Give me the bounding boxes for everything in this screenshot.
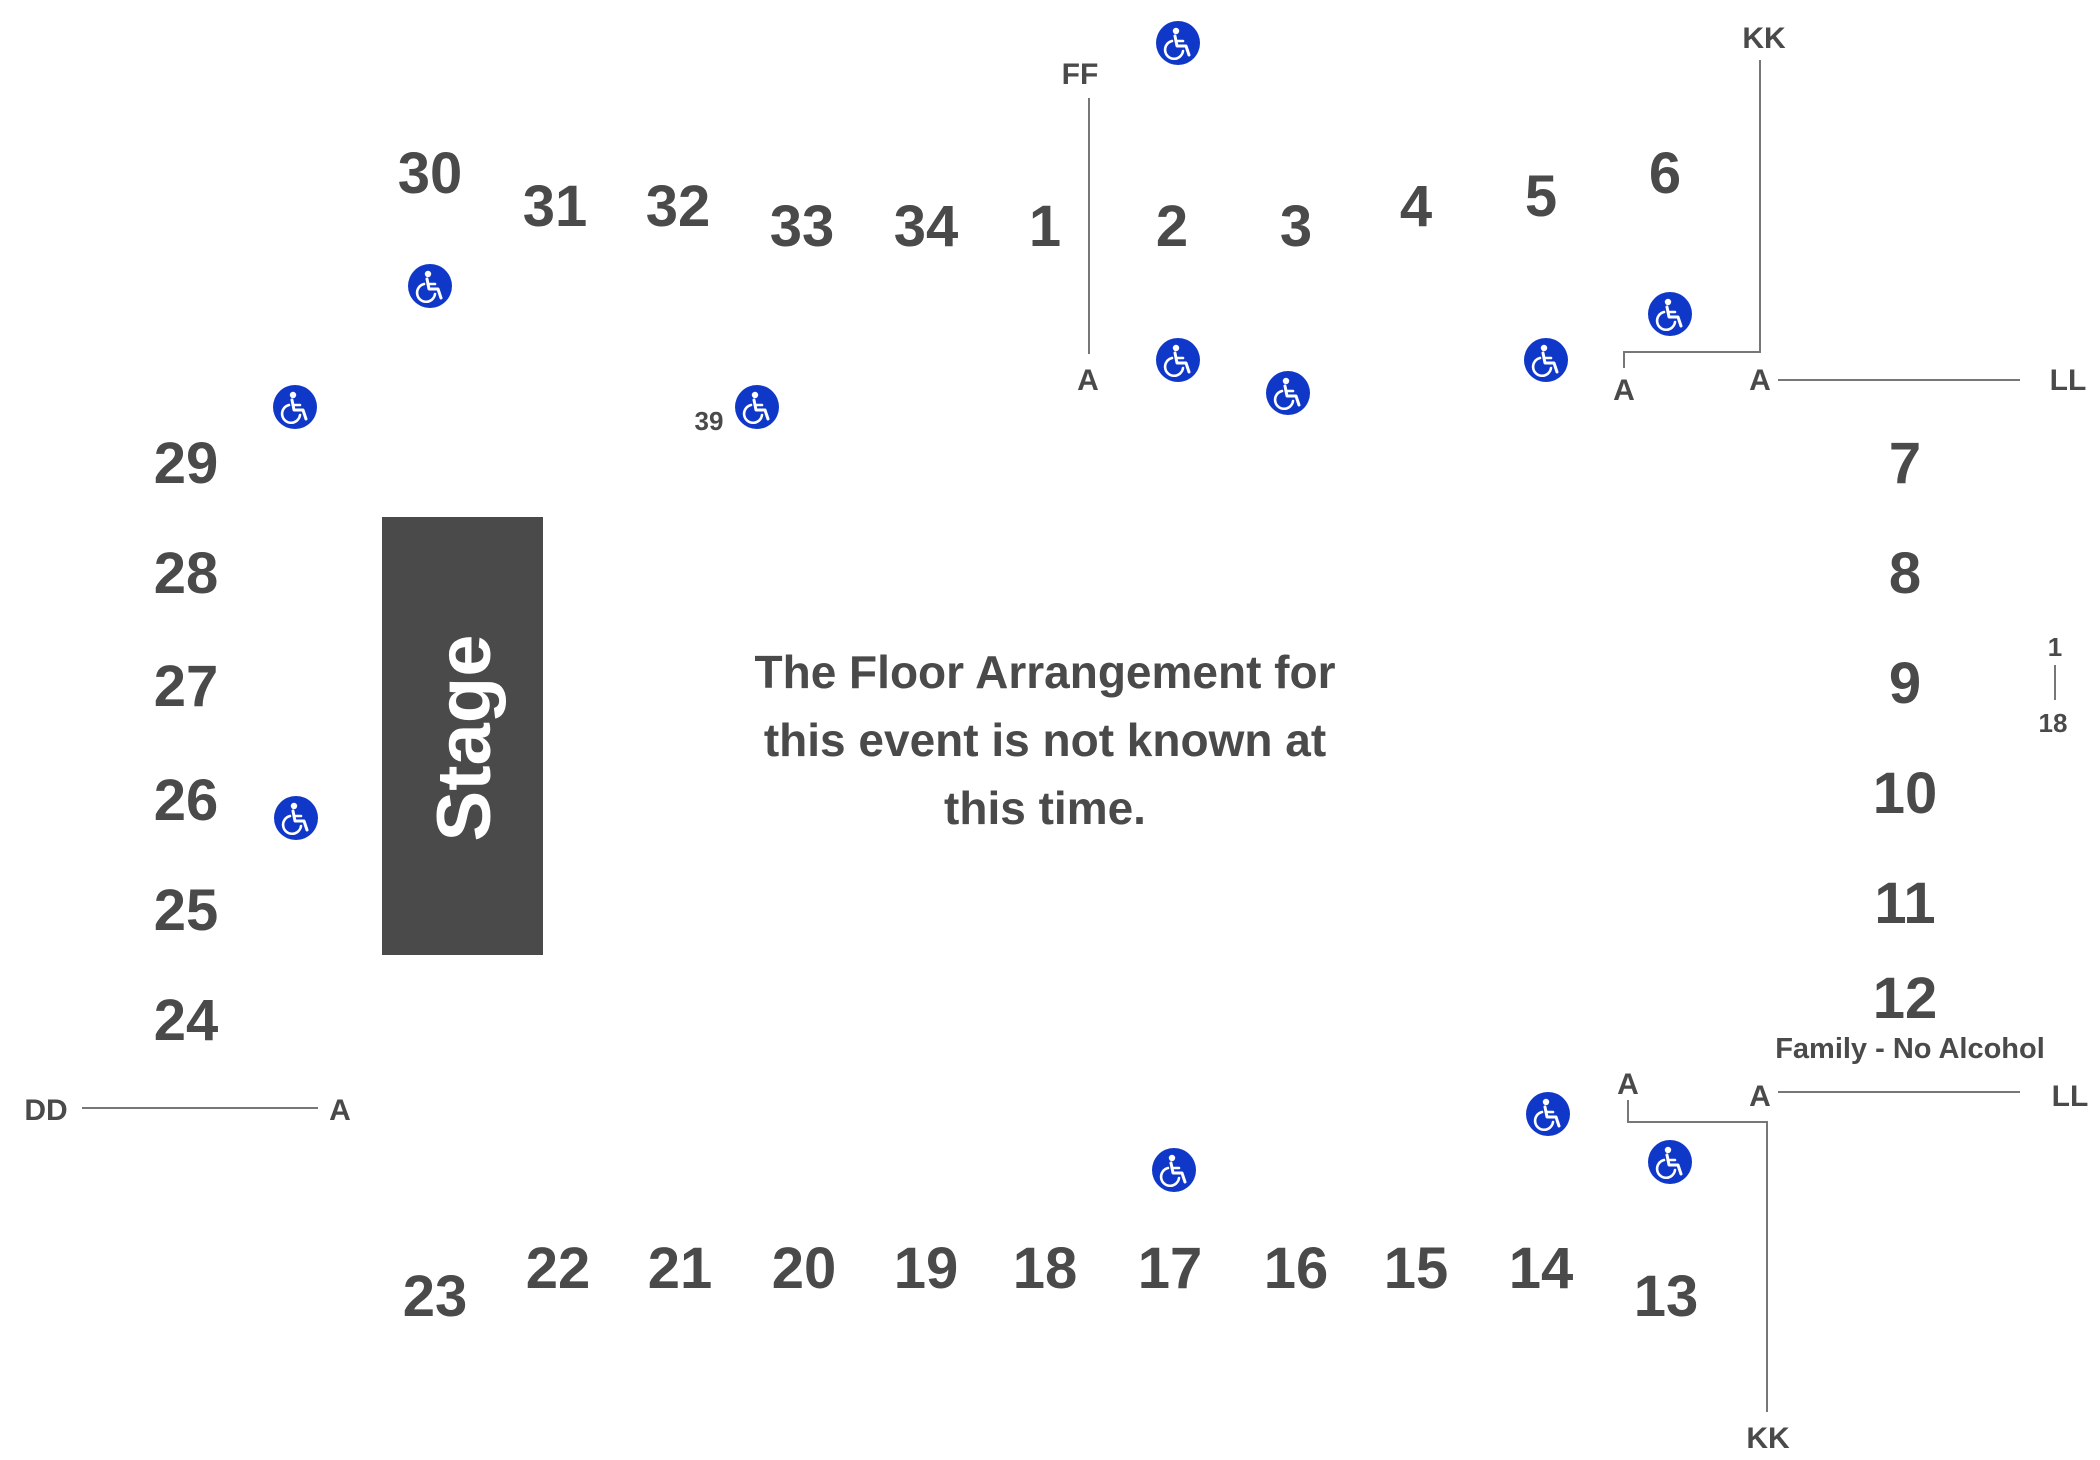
section-33[interactable]: 33: [770, 194, 835, 259]
section-28[interactable]: 28: [154, 541, 219, 606]
section-14[interactable]: 14: [1509, 1236, 1574, 1301]
stage-label: Stage: [422, 635, 507, 842]
wheelchair-icon: [733, 383, 781, 431]
row-line-kk-bottom: [1627, 1100, 1768, 1412]
section-10[interactable]: 10: [1873, 761, 1938, 826]
section-24[interactable]: 24: [154, 988, 219, 1053]
stage[interactable]: Stage: [382, 517, 543, 955]
floor-message-line-2: this event is not known at: [764, 714, 1326, 766]
wheelchair-icon: [1154, 336, 1202, 384]
section-30[interactable]: 30: [398, 141, 463, 206]
section-29[interactable]: 29: [154, 431, 219, 496]
row-label-kk-bottom-a: A: [1617, 1068, 1639, 1101]
row-label-dd-a: A: [329, 1094, 351, 1127]
section-5[interactable]: 5: [1525, 164, 1557, 229]
section-27[interactable]: 27: [154, 654, 219, 719]
section-2[interactable]: 2: [1156, 194, 1188, 259]
section-8[interactable]: 8: [1889, 541, 1921, 606]
wheelchair-icon: [1264, 369, 1312, 417]
section-21[interactable]: 21: [648, 1236, 713, 1301]
row-label-ll-bottom-a: A: [1749, 1080, 1771, 1113]
section-34[interactable]: 34: [894, 194, 959, 259]
section-25[interactable]: 25: [154, 878, 219, 943]
wheelchair-icon: [1154, 19, 1202, 67]
section-11[interactable]: 11: [1874, 871, 1935, 936]
section-6[interactable]: 6: [1649, 141, 1681, 206]
wheelchair-icon: [1150, 1146, 1198, 1194]
wheelchair-icon: [1524, 1090, 1572, 1138]
section-32[interactable]: 32: [646, 174, 711, 239]
row-label-kk-top-a: A: [1613, 374, 1635, 407]
wheelchair-icon: [1522, 336, 1570, 384]
family-no-alcohol-label: Family - No Alcohol: [1775, 1033, 2045, 1065]
row-label-ll-top-a: A: [1749, 364, 1771, 397]
section-26[interactable]: 26: [154, 768, 219, 833]
row-label-dd: DD: [24, 1094, 67, 1127]
wheelchair-icon: [406, 262, 454, 310]
section-7[interactable]: 7: [1889, 431, 1921, 496]
section-17[interactable]: 17: [1138, 1236, 1203, 1301]
row-label-kk-top: KK: [1742, 22, 1786, 55]
row-label-kk-bottom: KK: [1746, 1422, 1790, 1455]
wheelchair-icon: [272, 794, 320, 842]
section-22[interactable]: 22: [526, 1236, 591, 1301]
section-15[interactable]: 15: [1384, 1236, 1449, 1301]
section-1[interactable]: 1: [1029, 194, 1061, 259]
section-12[interactable]: 12: [1873, 966, 1938, 1031]
seat-label-1: 1: [2048, 632, 2062, 662]
floor-message-line-1: The Floor Arrangement for: [755, 646, 1336, 698]
row-label-ff: FF: [1062, 58, 1099, 91]
section-18[interactable]: 18: [1013, 1236, 1078, 1301]
wheelchair-icon: [1646, 290, 1694, 338]
section-39-label: 39: [695, 406, 724, 436]
section-19[interactable]: 19: [894, 1236, 959, 1301]
section-16[interactable]: 16: [1264, 1236, 1329, 1301]
wheelchair-icon: [1646, 1138, 1694, 1186]
section-3[interactable]: 3: [1280, 194, 1312, 259]
section-4[interactable]: 4: [1400, 174, 1432, 239]
row-label-ll-top: LL: [2050, 364, 2087, 397]
section-20[interactable]: 20: [772, 1236, 837, 1301]
row-label-ll-bottom: LL: [2052, 1080, 2089, 1113]
section-13[interactable]: 13: [1634, 1264, 1699, 1329]
section-9[interactable]: 9: [1889, 651, 1921, 716]
stage-block: [382, 517, 543, 955]
seat-label-18: 18: [2039, 708, 2068, 738]
floor-message-line-3: this time.: [944, 782, 1146, 834]
row-line-kk-top: [1623, 60, 1761, 368]
wheelchair-icon: [271, 383, 319, 431]
row-label-ff-a: A: [1077, 364, 1099, 397]
section-23[interactable]: 23: [403, 1264, 468, 1329]
section-31[interactable]: 31: [523, 174, 588, 239]
